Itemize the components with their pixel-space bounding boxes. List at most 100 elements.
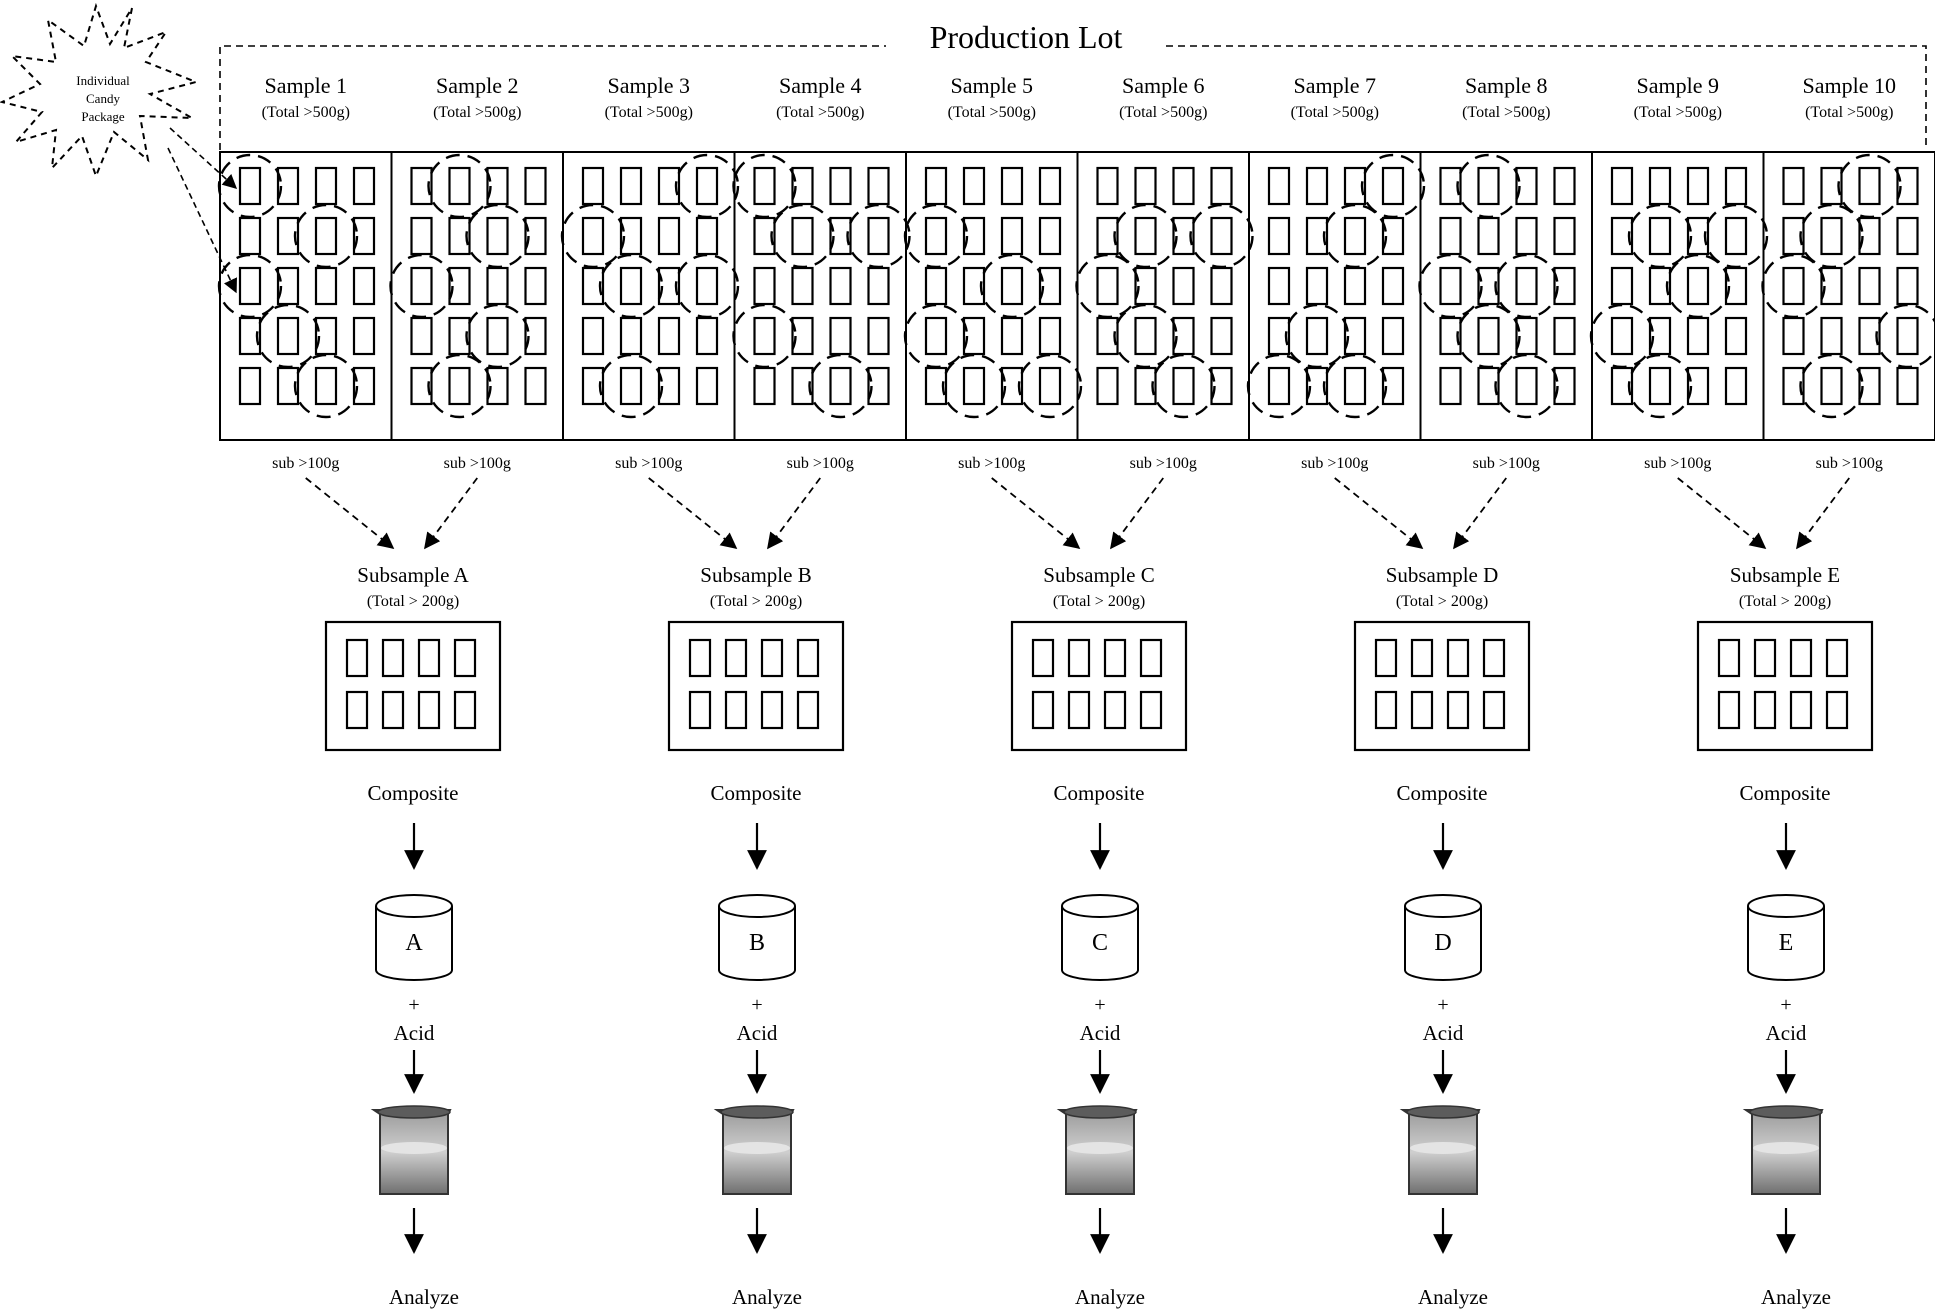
candy-package bbox=[760, 690, 784, 730]
sub-amount-label: sub >100g bbox=[1130, 455, 1197, 472]
selected-package-circle bbox=[598, 253, 664, 319]
selected-package-circle bbox=[1703, 203, 1769, 269]
selected-package-circle bbox=[903, 303, 969, 369]
composite-label: Composite bbox=[367, 781, 458, 805]
candy-package bbox=[962, 166, 986, 206]
candy-package bbox=[486, 216, 509, 256]
candy-package bbox=[753, 166, 776, 206]
candy-package bbox=[1172, 166, 1195, 206]
candy-package bbox=[345, 690, 369, 730]
candy-package bbox=[524, 266, 547, 306]
merge-arrow-right bbox=[767, 477, 821, 550]
selected-package-circle bbox=[1322, 203, 1388, 269]
subsample-c: Subsample C(Total > 200g)CompositeC+Acid… bbox=[991, 477, 1188, 1309]
candy-package bbox=[352, 166, 376, 206]
selected-package-circle bbox=[255, 303, 321, 369]
candy-package bbox=[791, 216, 814, 256]
candy-package bbox=[1343, 216, 1367, 256]
candy-package bbox=[410, 166, 433, 206]
candy-package bbox=[276, 216, 300, 256]
selected-package-circle bbox=[1665, 253, 1731, 319]
analyze-label: Analyze bbox=[389, 1285, 459, 1309]
candy-package bbox=[1820, 216, 1843, 256]
candy-package bbox=[1782, 316, 1805, 356]
candy-package bbox=[1439, 216, 1462, 256]
sample-total: (Total >500g) bbox=[1805, 104, 1893, 121]
candy-package bbox=[1210, 366, 1233, 406]
candy-package bbox=[417, 638, 441, 678]
candy-package bbox=[1686, 166, 1710, 206]
subsample-total: (Total > 200g) bbox=[1739, 593, 1831, 610]
selected-package-circle bbox=[389, 253, 454, 319]
selected-package-circle bbox=[1113, 303, 1178, 369]
candy-package bbox=[829, 216, 852, 256]
candy-package bbox=[753, 366, 776, 406]
candy-package bbox=[1482, 690, 1506, 730]
sample-total: (Total >500g) bbox=[948, 104, 1036, 121]
merge-arrow-left bbox=[305, 477, 395, 550]
production-lot-title: Production Lot bbox=[930, 19, 1123, 55]
sample-name: Sample 2 bbox=[436, 73, 519, 98]
subsample-total: (Total > 200g) bbox=[1053, 593, 1145, 610]
candy-package bbox=[1410, 638, 1434, 678]
selected-package-circle bbox=[293, 353, 359, 419]
candy-package bbox=[1610, 266, 1634, 306]
candy-package bbox=[1686, 266, 1710, 306]
merge-arrow-right bbox=[1453, 477, 1507, 550]
candy-package bbox=[1305, 316, 1329, 356]
candy-package bbox=[314, 266, 338, 306]
selected-package-circle bbox=[1837, 153, 1902, 219]
candy-package bbox=[688, 690, 712, 730]
candy-package bbox=[1103, 690, 1127, 730]
sample-name: Sample 10 bbox=[1803, 73, 1897, 98]
candy-package bbox=[381, 690, 405, 730]
candy-package bbox=[1134, 216, 1157, 256]
candy-package bbox=[1686, 316, 1710, 356]
candy-package bbox=[867, 366, 890, 406]
candy-package bbox=[1782, 366, 1805, 406]
container-cylinder-icon bbox=[375, 894, 453, 981]
selected-package-circle bbox=[217, 253, 283, 319]
candy-package bbox=[1515, 266, 1538, 306]
candy-package bbox=[619, 316, 643, 356]
sample-name: Sample 9 bbox=[1637, 73, 1720, 98]
candy-package bbox=[1896, 266, 1919, 306]
composite-label: Composite bbox=[1396, 781, 1487, 805]
sample-total: (Total >500g) bbox=[1119, 104, 1207, 121]
selected-package-circle bbox=[674, 153, 740, 219]
candy-package bbox=[1858, 316, 1881, 356]
candy-package bbox=[829, 366, 852, 406]
candy-package bbox=[1267, 216, 1291, 256]
selected-package-circle bbox=[1627, 203, 1693, 269]
sample-4: Sample 4(Total >500g)sub >100g bbox=[732, 73, 911, 472]
subsample-name: Subsample C bbox=[1043, 563, 1154, 587]
candy-package bbox=[796, 638, 820, 678]
candy-package bbox=[619, 266, 643, 306]
selected-package-circle bbox=[808, 353, 873, 419]
candy-package bbox=[1439, 266, 1462, 306]
candy-package bbox=[448, 166, 471, 206]
sub-amount-label: sub >100g bbox=[1816, 455, 1883, 472]
candy-package bbox=[1139, 690, 1163, 730]
selected-package-circle bbox=[598, 353, 664, 419]
composite-label: Composite bbox=[1739, 781, 1830, 805]
selected-package-circle bbox=[560, 203, 626, 269]
candy-package bbox=[1139, 638, 1163, 678]
candy-package bbox=[829, 266, 852, 306]
candy-package bbox=[1446, 690, 1470, 730]
selected-package-circle bbox=[732, 153, 797, 219]
candy-package bbox=[1686, 366, 1710, 406]
candy-package bbox=[1038, 216, 1062, 256]
container-letter: A bbox=[405, 930, 423, 956]
container-letter: D bbox=[1434, 930, 1451, 956]
analyze-label: Analyze bbox=[1761, 1285, 1831, 1309]
candy-package bbox=[1724, 316, 1748, 356]
starburst-line-3: Package bbox=[81, 109, 125, 124]
candy-package bbox=[1724, 216, 1748, 256]
candy-package bbox=[1038, 266, 1062, 306]
candy-package bbox=[1067, 690, 1091, 730]
selected-package-circle bbox=[1494, 353, 1559, 419]
selected-package-circle bbox=[732, 303, 797, 369]
beaker-icon bbox=[370, 1105, 452, 1195]
